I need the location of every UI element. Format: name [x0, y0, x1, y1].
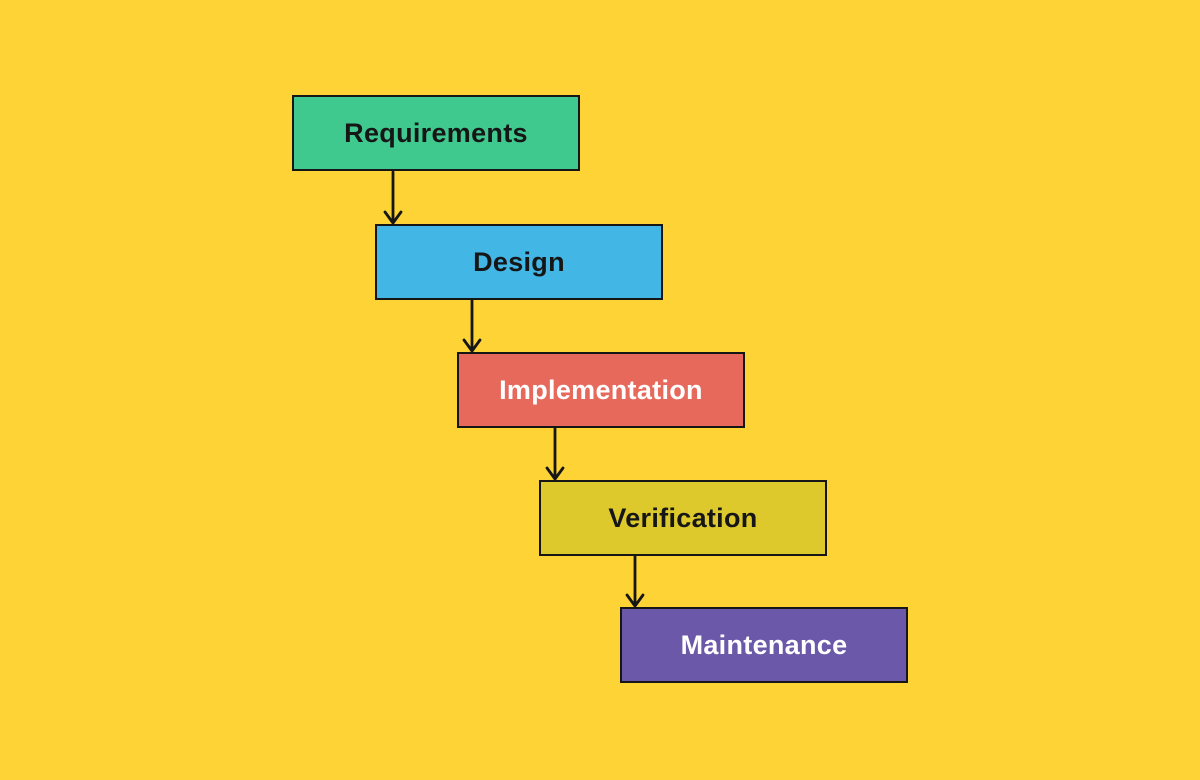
arrow-requirements-to-design-icon [383, 170, 403, 225]
stage-maintenance-label: Maintenance [680, 629, 848, 660]
stage-implementation: Implementation [457, 352, 745, 428]
stage-requirements-label: Requirements [344, 117, 528, 148]
arrow-design-to-implementation-icon [462, 298, 482, 353]
stage-implementation-label: Implementation [499, 374, 703, 405]
stage-design-label: Design [473, 246, 565, 277]
stage-design: Design [375, 224, 663, 300]
arrow-implementation-to-verification-icon [545, 426, 565, 481]
stage-verification: Verification [539, 480, 827, 556]
stage-maintenance: Maintenance [620, 607, 908, 683]
stage-requirements: Requirements [292, 95, 580, 171]
arrow-verification-to-maintenance-icon [625, 554, 645, 608]
stage-verification-label: Verification [608, 502, 758, 533]
